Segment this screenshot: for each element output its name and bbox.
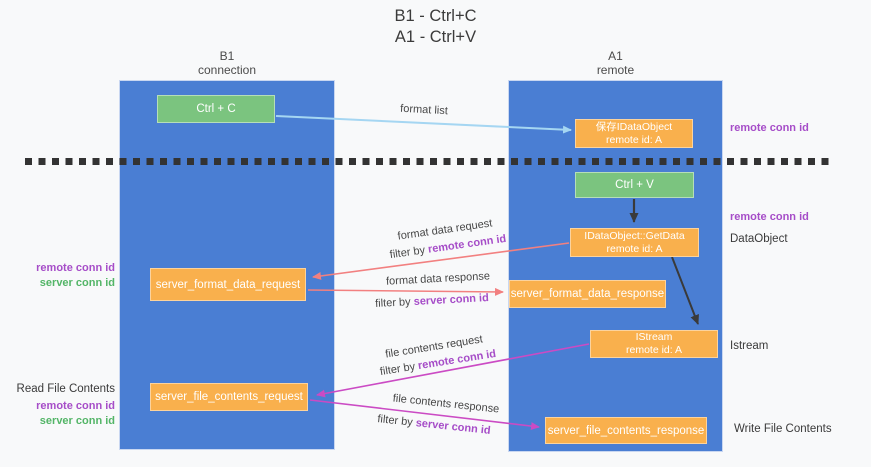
ctrl-v-label: Ctrl + V xyxy=(615,179,654,191)
getdata-line2: remote id: A xyxy=(606,242,663,255)
left-remote-conn-id-top: remote conn id xyxy=(36,262,115,274)
server-file-contents-request-label: server_file_contents_request xyxy=(155,391,303,403)
server-format-data-request-node: server_format_data_request xyxy=(150,268,306,301)
server-format-data-response-label: server_format_data_response xyxy=(510,288,665,300)
server-conn-id-text: server conn id xyxy=(413,292,490,308)
right-remote-conn-id-mid: remote conn id xyxy=(730,211,809,223)
server-conn-id-text: server conn id xyxy=(415,417,492,437)
istream-node: IStream remote id: A xyxy=(590,330,718,358)
istream-line1: IStream xyxy=(635,331,673,343)
ctrl-c-node: Ctrl + C xyxy=(157,95,275,123)
server-format-data-request-label: server_format_data_request xyxy=(155,278,301,291)
lifeline-right-name: A1 xyxy=(608,49,623,63)
save-dataobject-line1: 保存IDataObject xyxy=(595,120,673,133)
lifeline-right-role: remote xyxy=(596,63,635,77)
title-line-1: B1 - Ctrl+C xyxy=(394,7,477,25)
ctrl-v-node: Ctrl + V xyxy=(575,172,694,198)
save-dataobject-node: 保存IDataObject remote id: A xyxy=(575,119,693,148)
file-contents-response-label: file contents response xyxy=(392,392,500,416)
title-line-2: A1 - Ctrl+V xyxy=(394,28,477,46)
server-file-contents-response-label: server_file_contents_response xyxy=(547,424,705,437)
filter-by-text: filter by xyxy=(389,243,429,262)
lifeline-left-role: connection xyxy=(197,63,257,77)
lifeline-left-name: B1 xyxy=(219,49,235,63)
format-data-response-label: format data response xyxy=(385,270,491,288)
ctrl-c-label: Ctrl + C xyxy=(196,103,236,115)
lifeline-header-right: A1 remote xyxy=(508,49,723,77)
getdata-line1: IDataObject::GetData xyxy=(584,229,685,242)
dataobject-annotation: DataObject xyxy=(730,233,788,245)
left-server-conn-id-top: server conn id xyxy=(39,277,115,289)
server-file-contents-request-node: server_file_contents_request xyxy=(150,383,308,411)
format-data-response-filter-label: filter by server conn id xyxy=(375,292,489,310)
left-server-conn-id-bottom: server conn id xyxy=(39,415,115,427)
read-file-contents-annotation: Read File Contents xyxy=(16,383,115,395)
filter-by-text: filter by xyxy=(379,360,420,379)
server-format-data-response-node: server_format_data_response xyxy=(509,280,666,308)
format-data-response-arrow xyxy=(307,287,504,296)
file-contents-response-filter-label: filter by server conn id xyxy=(377,413,491,437)
idataobject-getdata-node: IDataObject::GetData remote id: A xyxy=(570,228,699,257)
machine-boundary-dashed-line xyxy=(25,158,835,165)
right-remote-conn-id-top: remote conn id xyxy=(730,122,809,134)
save-dataobject-line2: remote id: A xyxy=(605,133,663,146)
left-remote-conn-id-bottom: remote conn id xyxy=(36,400,115,412)
server-file-contents-response-node: server_file_contents_response xyxy=(545,417,707,444)
write-file-contents-annotation: Write File Contents xyxy=(734,423,832,435)
filter-by-text: filter by xyxy=(374,295,414,310)
filter-by-text: filter by xyxy=(376,413,417,430)
lifeline-header-left: B1 connection xyxy=(119,49,335,77)
istream-annotation: Istream xyxy=(730,340,769,352)
format-list-label: format list xyxy=(399,102,449,118)
istream-line2: remote id: A xyxy=(625,344,683,356)
diagram-title: B1 - Ctrl+C A1 - Ctrl+V xyxy=(0,6,871,48)
